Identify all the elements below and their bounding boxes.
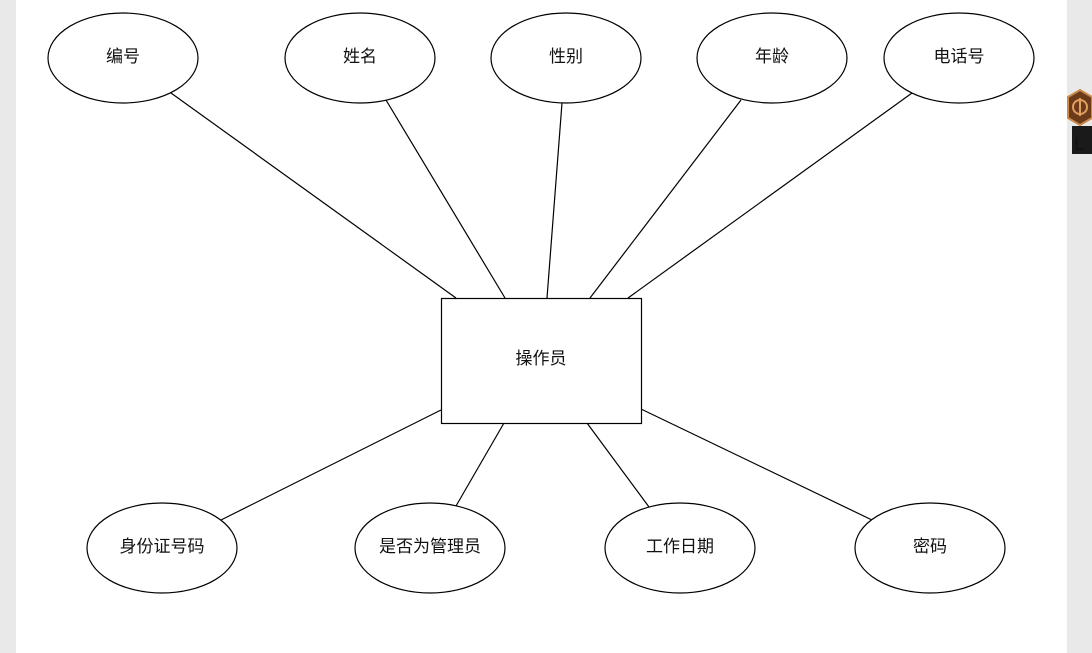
svg-text:L: L xyxy=(1074,135,1084,155)
attribute-label: 是否为管理员 xyxy=(379,537,481,557)
attribute-ellipse xyxy=(354,502,506,594)
relation-line xyxy=(385,99,506,299)
attribute-label: 身份证号码 xyxy=(120,537,205,557)
attribute-label: 年龄 xyxy=(755,47,789,67)
attribute-label: 工作日期 xyxy=(646,537,714,557)
attribute-label: 编号 xyxy=(106,47,140,67)
relation-line xyxy=(220,409,442,521)
relation-line xyxy=(170,92,457,299)
game-badge-icon[interactable]: L xyxy=(1062,88,1092,156)
attribute-ellipse xyxy=(604,502,756,594)
relation-line xyxy=(546,102,563,299)
attribute-label: 密码 xyxy=(913,537,947,557)
entity-box xyxy=(440,297,643,425)
attribute-ellipse xyxy=(883,12,1035,104)
attribute-ellipse xyxy=(490,12,642,104)
attribute-ellipse xyxy=(86,502,238,594)
relation-line xyxy=(589,99,742,299)
relation-line xyxy=(627,92,913,299)
relation-line xyxy=(455,422,505,507)
attribute-ellipse xyxy=(854,502,1006,594)
attribute-ellipse xyxy=(696,12,848,104)
entity-label: 操作员 xyxy=(516,349,567,369)
attribute-label: 性别 xyxy=(549,47,583,67)
attribute-label: 姓名 xyxy=(343,47,377,67)
attribute-ellipse xyxy=(284,12,436,104)
attribute-ellipse xyxy=(47,12,199,104)
attribute-label: 电话号 xyxy=(934,47,985,67)
relation-line xyxy=(640,408,873,521)
relation-line xyxy=(586,422,650,508)
